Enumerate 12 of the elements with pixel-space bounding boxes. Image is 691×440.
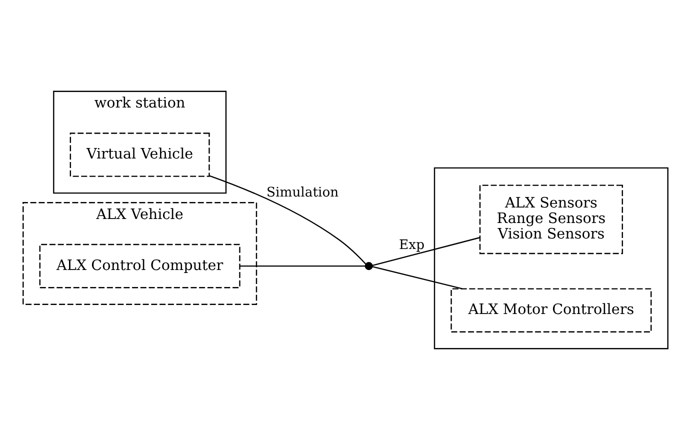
node-box: ALX Motor Controllers <box>450 288 652 332</box>
node-box: ALX Control Computer <box>39 244 240 288</box>
edge-label: Simulation <box>266 185 339 200</box>
connector <box>372 237 480 266</box>
connector <box>372 266 462 290</box>
connector <box>240 265 366 267</box>
node-box: Virtual Vehicle <box>70 132 210 177</box>
node-switch <box>364 262 373 270</box>
connector <box>209 175 366 264</box>
edge-label: Exp <box>399 238 424 254</box>
cluster <box>434 167 668 350</box>
node-box: ALX Sensors Range Sensors Vision Sensors <box>479 184 623 254</box>
